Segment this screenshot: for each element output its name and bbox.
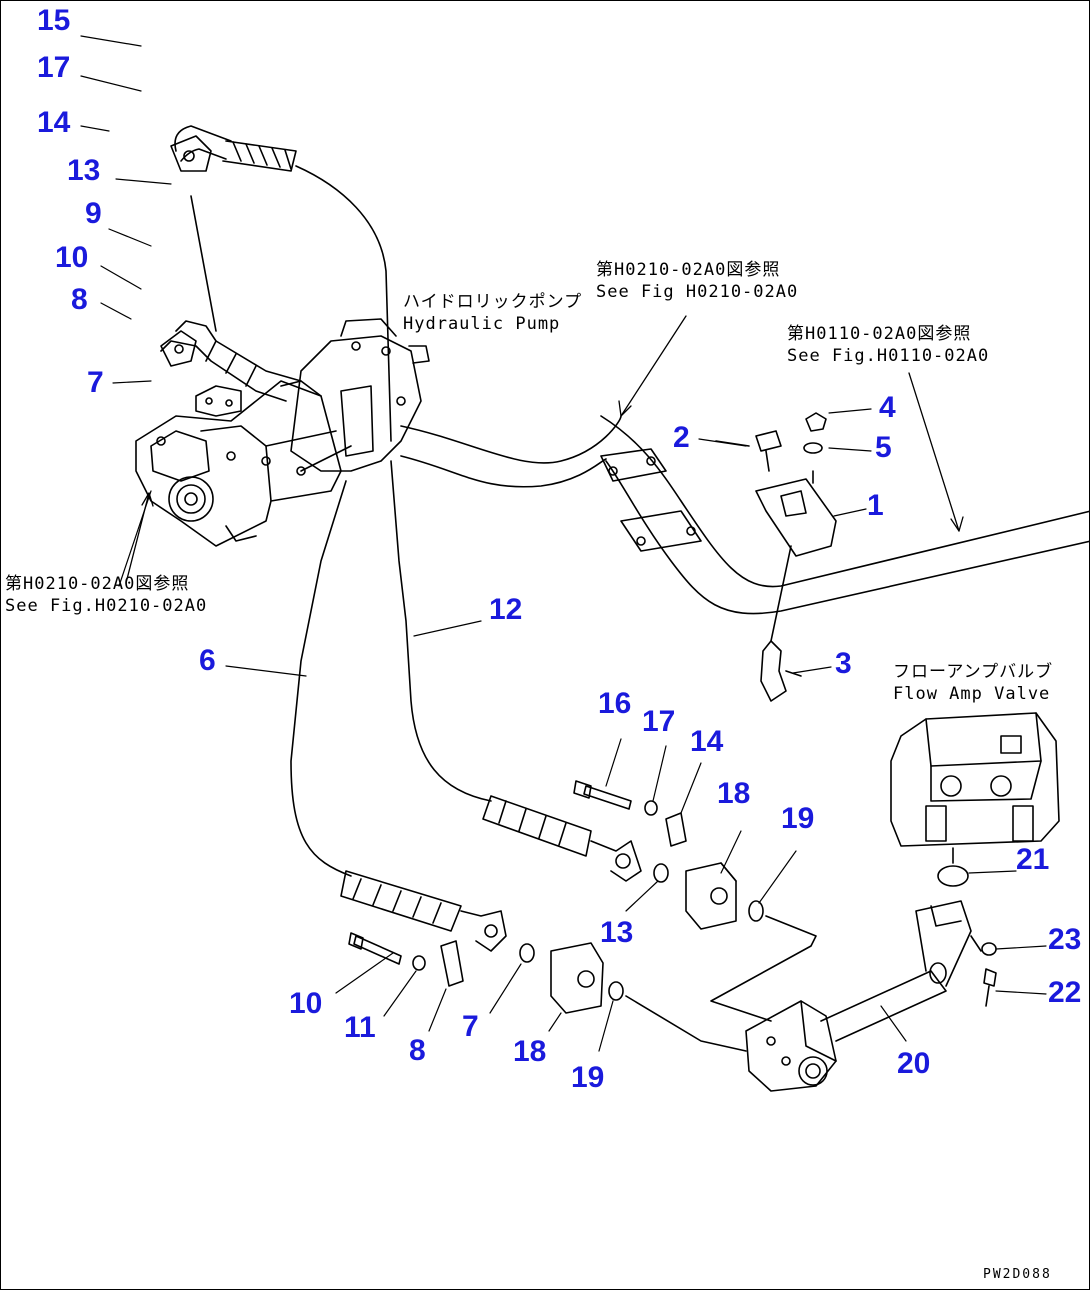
callout-13: 13 [67, 154, 101, 187]
callout-16: 16 [598, 687, 632, 720]
flow-amp-valve [890, 712, 1060, 887]
pipe-12-end [482, 795, 642, 882]
bracket-group [715, 412, 837, 702]
frame-reference-jp: 第H0110-02A0図参照 [787, 324, 972, 344]
callout-23: 23 [1048, 923, 1082, 956]
main-pipe [300, 415, 1089, 615]
o-rings-19 [608, 900, 817, 1052]
leader-lines [80, 35, 1047, 1052]
valve-name-jp: フローアンプバルブ [893, 662, 1054, 682]
adapter-18 [550, 862, 737, 1014]
callout-10-lower: 10 [289, 987, 323, 1020]
valve-name-en: Flow Amp Valve [893, 684, 1051, 704]
callout-12: 12 [489, 593, 523, 626]
frame-reference-note: 第H0110-02A0図参照 See Fig.H0110-02A0 [787, 323, 989, 367]
callout-3: 3 [835, 647, 852, 680]
left-reference-note: 第H0210-02A0図参照 See Fig.H0210-02A0 [5, 573, 207, 617]
callout-4: 4 [879, 391, 896, 424]
pump-reference-jp: 第H0210-02A0図参照 [596, 260, 781, 280]
callout-2: 2 [673, 421, 690, 454]
left-reference-jp: 第H0210-02A0図参照 [5, 574, 190, 594]
callout-18-lower: 18 [513, 1035, 547, 1068]
lower-fasteners [348, 780, 687, 987]
pump-to-flange-pipe [160, 195, 302, 402]
pump-name-label: ハイドロリックポンプ Hydraulic Pump [403, 291, 582, 335]
valve-name-label: フローアンプバルブ Flow Amp Valve [893, 661, 1053, 705]
callout-19: 19 [781, 802, 815, 835]
callout-6: 6 [199, 644, 216, 677]
callout-22: 22 [1048, 976, 1082, 1009]
callout-7-lower: 7 [462, 1010, 479, 1043]
callout-10: 10 [55, 241, 89, 274]
pump-reference-en: See Fig H0210-02A0 [596, 282, 799, 302]
callout-8-lower: 8 [409, 1034, 426, 1067]
callout-17-lower: 17 [642, 705, 676, 738]
hydraulic-pump [135, 318, 430, 547]
pipe-6 [290, 480, 507, 952]
callout-21: 21 [1016, 843, 1050, 876]
callout-15: 15 [37, 4, 71, 37]
block-20 [745, 900, 997, 1092]
callout-11: 11 [344, 1011, 376, 1044]
pump-name-jp: ハイドロリックポンプ [403, 292, 583, 312]
drawing-code: PW2D088 [983, 1267, 1052, 1282]
callout-5: 5 [875, 431, 892, 464]
callout-14-lower: 14 [690, 725, 724, 758]
pump-reference-note: 第H0210-02A0図参照 See Fig H0210-02A0 [596, 259, 798, 303]
callout-8: 8 [71, 283, 88, 316]
frame-reference-en: See Fig.H0110-02A0 [787, 346, 990, 366]
callout-13-lower: 13 [600, 916, 634, 949]
callout-14: 14 [37, 106, 71, 139]
callout-20: 20 [897, 1047, 931, 1080]
pump-name-en: Hydraulic Pump [403, 314, 561, 334]
reference-arrows [125, 315, 964, 584]
callout-9: 9 [85, 197, 102, 230]
left-reference-en: See Fig.H0210-02A0 [5, 596, 208, 616]
callout-17: 17 [37, 51, 71, 84]
callout-7: 7 [87, 366, 104, 399]
callout-18: 18 [717, 777, 751, 810]
callout-1: 1 [867, 489, 884, 522]
callout-19-lower: 19 [571, 1061, 605, 1094]
upper-suction-pipe [170, 125, 492, 802]
